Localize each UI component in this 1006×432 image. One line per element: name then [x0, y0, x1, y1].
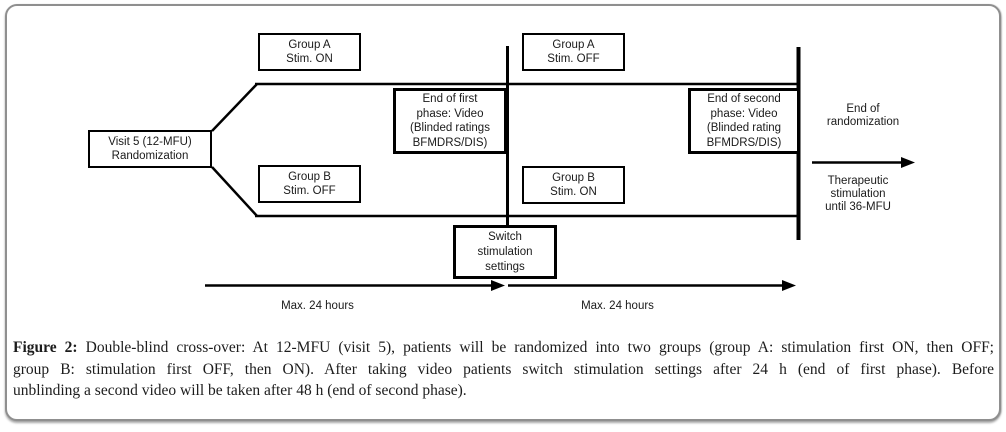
figure-caption: Figure 2: Double-blind cross-over: At 12…: [13, 337, 994, 402]
end-first-phase-box: End of first phase: Video (Blinded ratin…: [393, 88, 507, 154]
end-first-line1: End of first: [422, 93, 478, 105]
end-second-line4: BFMDRS/DIS): [706, 136, 782, 149]
caption-line-1: Figure 2: Double-blind cross-over: At 12…: [13, 337, 994, 359]
caption-line-3: unblinding a second video will be taken …: [13, 382, 467, 399]
end-second-line2: phase: Video: [710, 107, 778, 120]
group-a-stim-off-box: Group A Stim. OFF: [522, 33, 625, 71]
therapeutic-line3: until 36-MFU: [825, 201, 891, 213]
group-a-phase1-line1: Group A: [288, 39, 331, 51]
switch-line3: settings: [485, 260, 525, 273]
branch-lower-diagonal-line: [211, 166, 258, 217]
caption-line-2: group B: stimulation first OFF, then ON)…: [13, 360, 994, 378]
branch-upper-diagonal-line: [211, 83, 258, 132]
group-b-phase2-line1: Group B: [552, 172, 595, 184]
therapeutic-line1: Therapeutic: [827, 175, 889, 187]
end-of-randomization-label: End of randomization: [808, 103, 918, 129]
group-a-phase2-line2: Stim. OFF: [547, 53, 600, 65]
group-b-phase2-line2: Stim. ON: [550, 186, 597, 198]
end-second-phase-box: End of second phase: Video (Blinded rati…: [688, 88, 800, 154]
caption-figure-label: Figure 2:: [13, 339, 78, 356]
end-randomization-arrow-head: [901, 157, 915, 168]
visit5-line2: Randomization: [111, 150, 189, 162]
switch-line2: stimulation: [477, 245, 533, 258]
group-a-phase2-line1: Group A: [552, 39, 595, 51]
group-b-stim-off-box: Group B Stim. OFF: [258, 165, 361, 203]
max-24-hours-left-text: Max. 24 hours: [281, 300, 354, 312]
timeline-arrow-right-head: [782, 280, 796, 291]
switch-stimulation-settings-box: Switch stimulation settings: [453, 225, 557, 279]
max-24-hours-right-label: Max. 24 hours: [555, 300, 680, 313]
end-of-randomization-line1: End of: [846, 103, 880, 115]
caption-line-1-text: Double-blind cross-over: At 12-MFU (visi…: [77, 339, 994, 356]
max-24-hours-left-label: Max. 24 hours: [255, 300, 380, 313]
end-second-line3: (Blinded rating: [706, 122, 782, 134]
therapeutic-line2: stimulation: [830, 188, 886, 200]
switch-line1: Switch: [488, 230, 522, 243]
end-first-line3: (Blinded ratings: [410, 122, 490, 134]
timeline-arrow-left-head: [491, 280, 505, 291]
visit5-line1: Visit 5 (12-MFU): [108, 136, 192, 148]
therapeutic-stimulation-label: Therapeutic stimulation until 36-MFU: [803, 175, 913, 214]
max-24-hours-right-text: Max. 24 hours: [581, 300, 654, 312]
visit5-randomization-box: Visit 5 (12-MFU) Randomization: [88, 130, 212, 168]
end-first-line4: BFMDRS/DIS): [412, 136, 488, 149]
group-a-phase1-line2: Stim. ON: [286, 53, 333, 65]
group-b-stim-on-box: Group B Stim. ON: [522, 166, 625, 204]
end-first-line2: phase: Video: [416, 107, 484, 120]
group-b-phase1-line2: Stim. OFF: [283, 185, 336, 197]
end-second-line1: End of second: [707, 93, 781, 105]
figure-frame: [5, 4, 1001, 421]
group-a-stim-on-box: Group A Stim. ON: [258, 33, 361, 71]
end-of-randomization-line2: randomization: [826, 116, 900, 128]
group-b-phase1-line1: Group B: [288, 171, 331, 183]
